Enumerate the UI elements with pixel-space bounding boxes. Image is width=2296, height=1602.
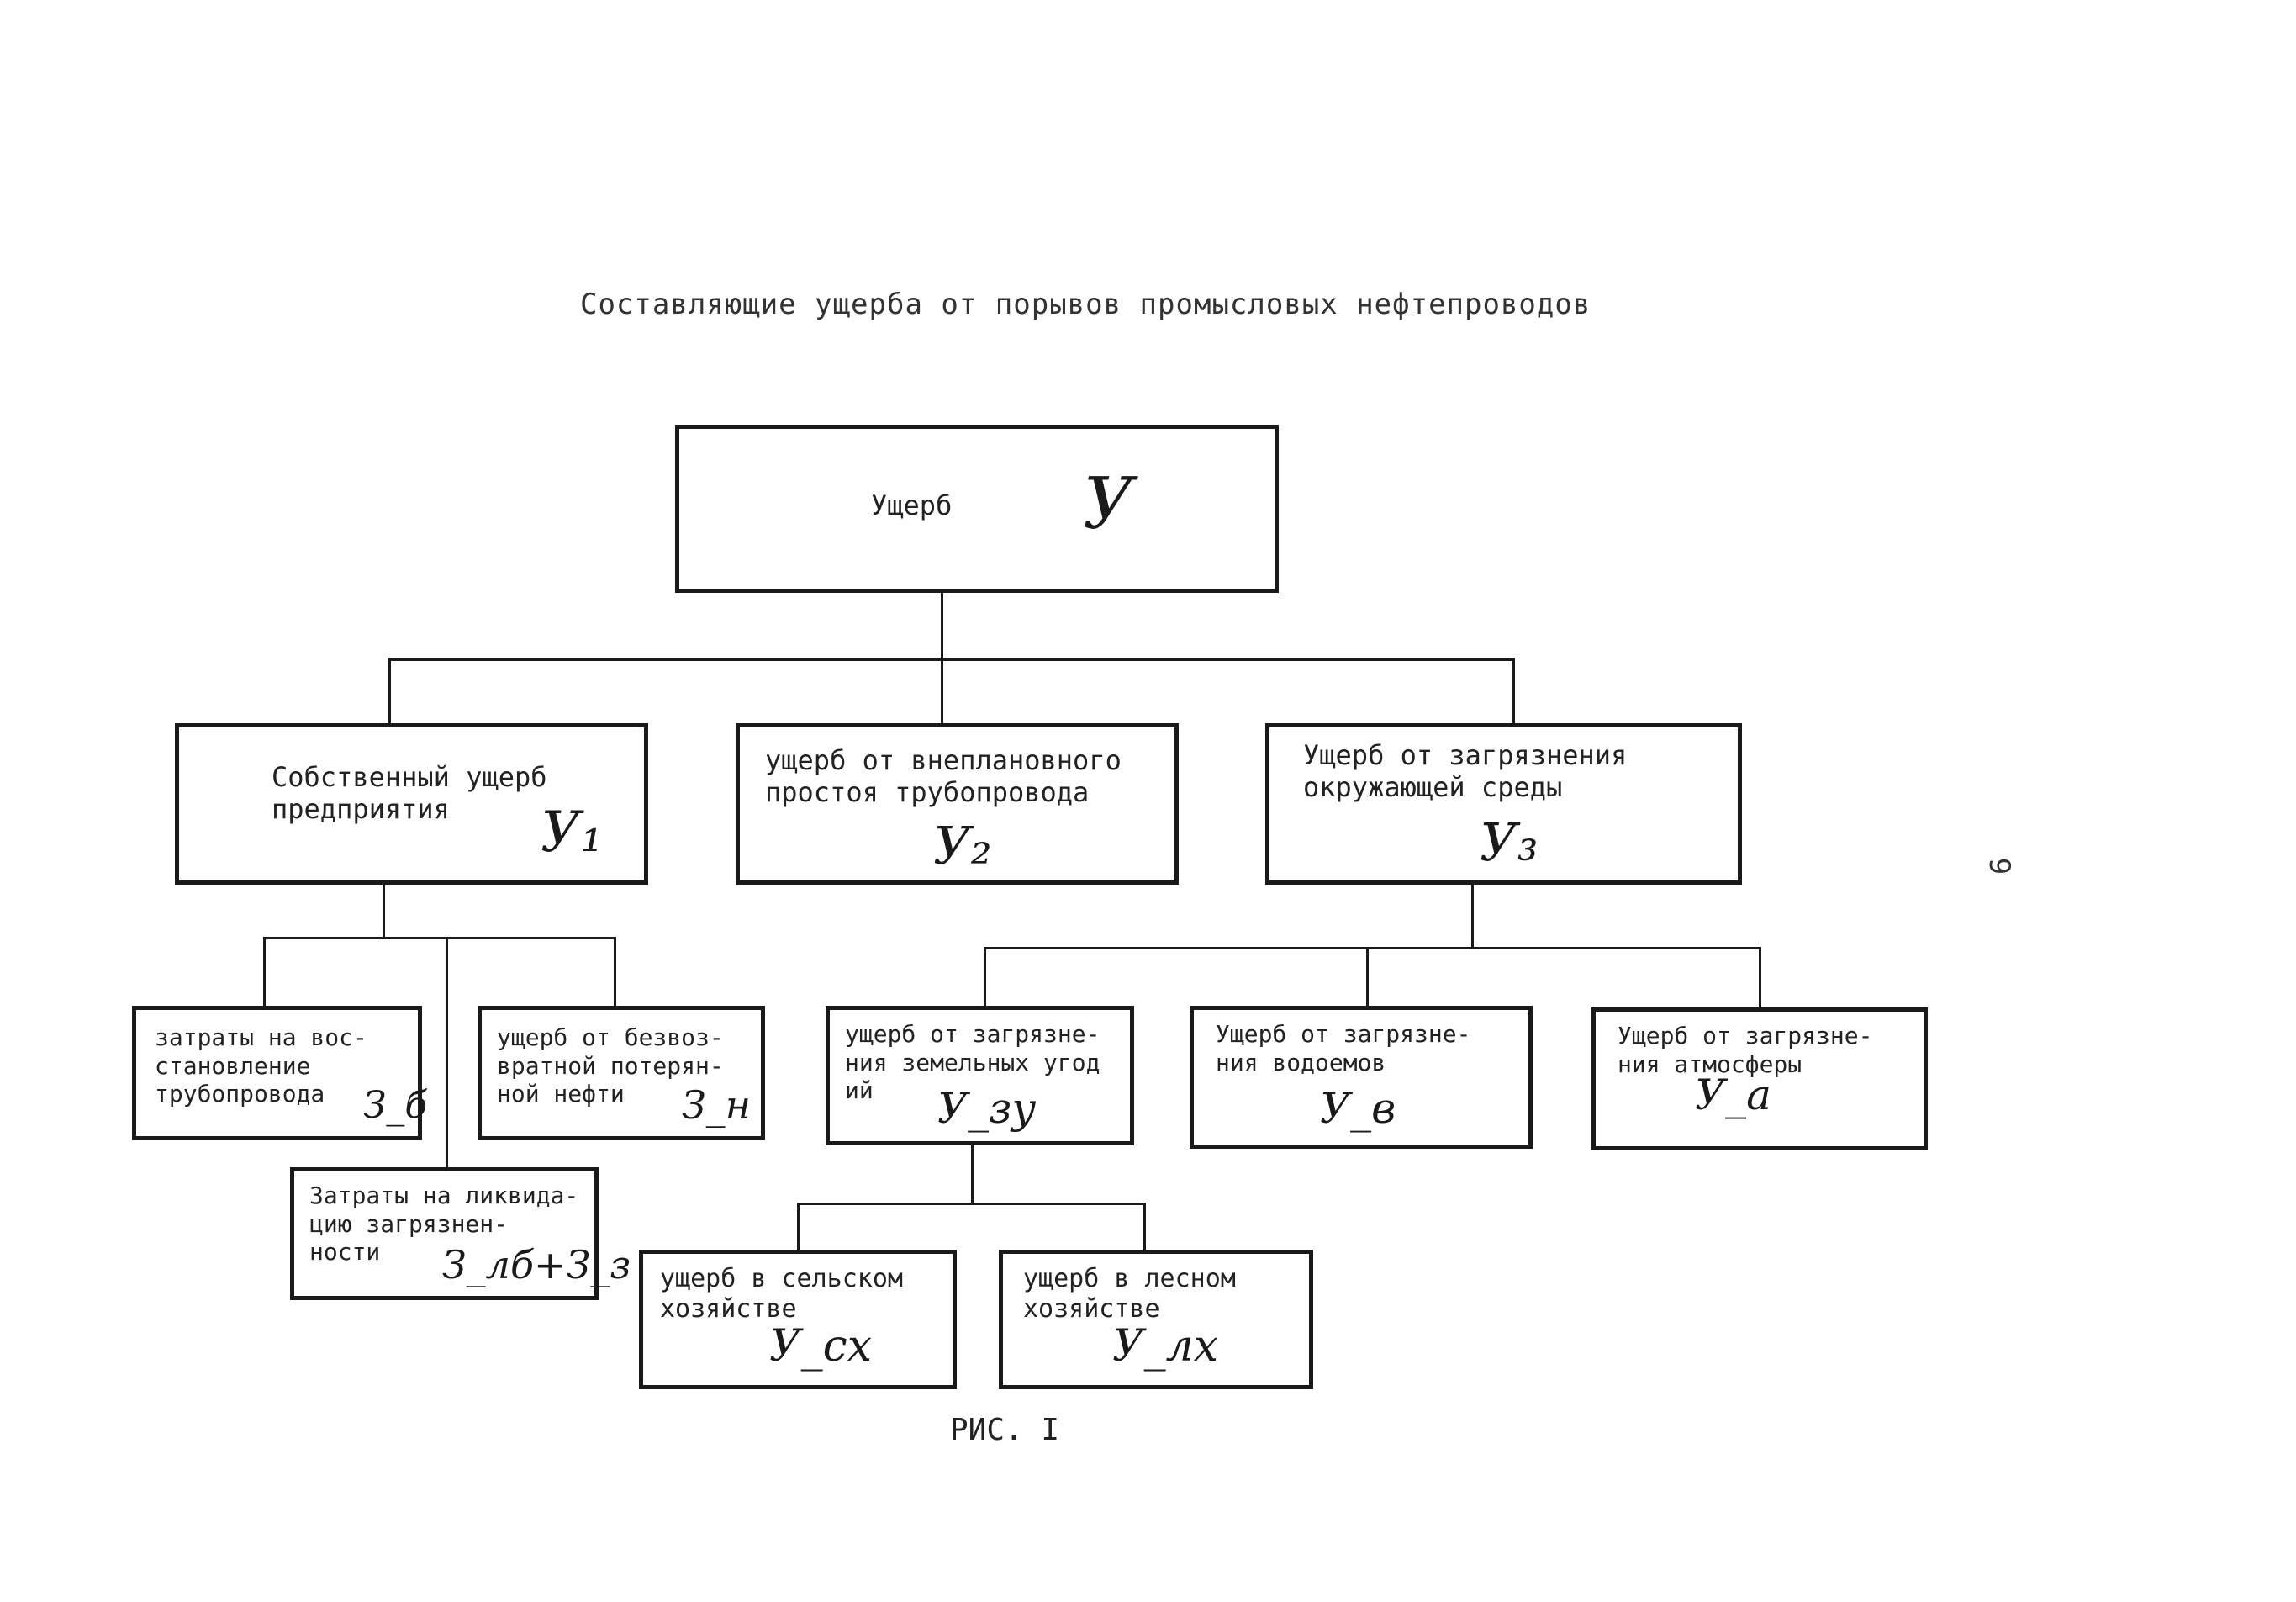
diagram-title: Составляющие ущерба от порывов промыслов…: [580, 288, 1591, 321]
box-label: Собственный ущерб предприятия: [272, 761, 547, 826]
connector: [797, 1203, 1146, 1205]
box-symbol: У₂: [933, 815, 992, 876]
connector: [1143, 1203, 1146, 1250]
box-symbol: У_а: [1695, 1071, 1771, 1119]
connector: [388, 658, 1515, 661]
box-restoration-costs: затраты на вос- становление трубопровода…: [132, 1006, 427, 1140]
box-label: Затраты на ликвида- цию загрязнен- ности: [309, 1182, 579, 1266]
box-oil-loss-damage: ущерб от безвоз- вратной потерян- ной не…: [478, 1006, 765, 1140]
box-symbol: У₃: [1480, 812, 1539, 873]
box-label: затраты на вос- становление трубопровода: [155, 1023, 367, 1108]
box-label: ущерб в лесном хозяйстве: [1023, 1264, 1236, 1324]
box-forestry-damage: ущерб в лесном хозяйстве У_лх: [999, 1250, 1313, 1389]
box-label: Ущерб от загрязне- ния водоемов: [1216, 1020, 1471, 1076]
box-symbol: У_в: [1320, 1084, 1396, 1133]
box-symbol: У_зу: [937, 1084, 1037, 1133]
connector: [1512, 658, 1515, 726]
connector: [984, 947, 986, 1007]
connector: [383, 885, 385, 938]
box-own-damage: Собственный ущерб предприятия У₁: [175, 723, 648, 885]
box-environment-damage: Ущерб от загрязнения окружающей среды У₃: [1265, 723, 1742, 885]
box-label: ущерб от безвоз- вратной потерян- ной не…: [497, 1023, 724, 1108]
box-downtime-damage: ущерб от внеплановного простоя трубопров…: [736, 723, 1179, 885]
box-symbol: З_лб+З_з: [442, 1242, 631, 1287]
box-symbol: З_н: [682, 1082, 751, 1128]
connector: [797, 1203, 800, 1250]
box-symbol: У_лх: [1112, 1321, 1219, 1372]
connector: [971, 1145, 974, 1204]
connector: [1759, 947, 1761, 1007]
page-number: 9: [1982, 857, 2017, 875]
connector: [941, 593, 943, 660]
connector: [446, 937, 448, 1169]
connector: [941, 658, 943, 726]
box-label: Ущерб от загрязне- ния атмосферы: [1618, 1022, 1873, 1078]
box-symbol: У_сх: [769, 1321, 873, 1372]
box-air-pollution-damage: Ущерб от загрязне- ния атмосферы У_а: [1591, 1007, 1928, 1150]
connector: [263, 937, 616, 939]
box-label: Ущерб: [871, 489, 953, 521]
box-symbol: У₁: [541, 800, 604, 864]
box-total-damage: Ущерб У: [675, 425, 1279, 593]
connector: [614, 937, 616, 1007]
box-label: ущерб от загрязне- ния земельных угод ий: [845, 1020, 1100, 1105]
box-label: ущерб в сельском хозяйстве: [660, 1264, 903, 1324]
box-water-pollution-damage: Ущерб от загрязне- ния водоемов У_в: [1190, 1006, 1533, 1149]
box-agriculture-damage: ущерб в сельском хозяйстве У_сх: [639, 1250, 957, 1389]
connector: [1471, 885, 1474, 949]
box-symbol: У: [1083, 463, 1134, 545]
box-liquidation-costs: Затраты на ликвида- цию загрязнен- ности…: [290, 1167, 631, 1300]
figure-caption: РИС. I: [950, 1413, 1060, 1447]
connector: [1366, 947, 1369, 1007]
connector: [263, 937, 266, 1007]
box-symbol: З_б: [363, 1084, 428, 1127]
box-label: Ущерб от загрязнения окружающей среды: [1303, 739, 1628, 804]
box-label: ущерб от внеплановного простоя трубопров…: [765, 744, 1122, 809]
box-land-pollution-damage: ущерб от загрязне- ния земельных угод ий…: [826, 1006, 1134, 1145]
connector: [984, 947, 1761, 949]
connector: [388, 658, 391, 726]
